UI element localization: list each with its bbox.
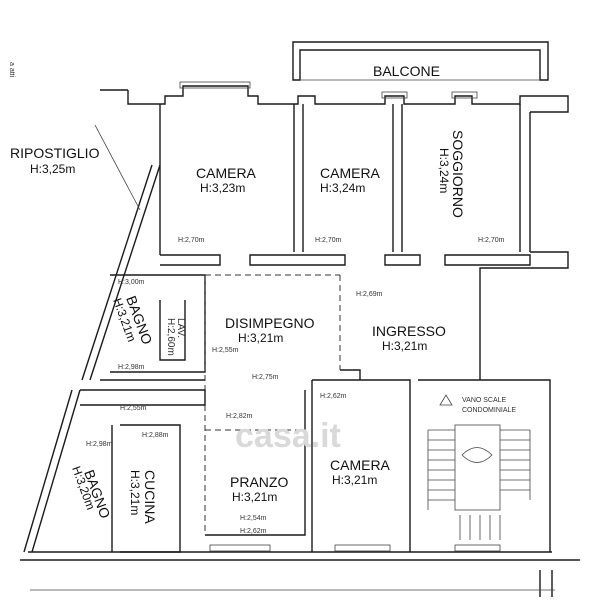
room-disimpegno-label: DISIMPEGNO [225, 315, 315, 331]
room-pranzo-label: PRANZO [230, 474, 288, 490]
room-camera2-label: CAMERA [320, 165, 381, 181]
height-annotation: H:2,88m [142, 432, 169, 439]
room-pranzo-height: H:3,21m [232, 490, 277, 504]
stair-arrow-icon [439, 394, 453, 406]
room-camera3-height: H:3,21m [332, 473, 377, 487]
wall-mid-2 [249, 254, 346, 266]
height-annotation: H:2,70m [315, 237, 342, 244]
room-ripostiglio-label: RIPOSTIGLIO [10, 145, 100, 161]
room-cucina-height: H:3,21m [128, 470, 142, 515]
wall-corridor [340, 369, 361, 380]
wall-bottom-right [539, 570, 553, 597]
stair-steps-left [427, 429, 455, 510]
wall-lower-top [80, 389, 206, 406]
stair-core [454, 424, 501, 511]
room-cucina-label: CUCINA [142, 470, 158, 524]
wall-mid-4 [444, 254, 531, 266]
stair-steps-bottom [459, 515, 501, 540]
room-camera2-height: H:3,24m [320, 181, 365, 195]
height-annotation: H:2,70m [178, 237, 205, 244]
height-annotation: H:2,82m [226, 413, 253, 420]
wall-mid-3 [384, 254, 421, 266]
room-lav-label: LAV. [175, 318, 186, 338]
height-annotation: H:2,98m [118, 364, 145, 371]
wall-diagonal-2 [81, 164, 153, 381]
wall-diagonal-1 [89, 164, 161, 381]
room-balcone-label: BALCONE [373, 63, 440, 79]
stair-curve [461, 447, 493, 463]
height-annotation: H:2,62m [240, 528, 267, 535]
room-disimpegno-height: H:3,21m [238, 331, 283, 345]
room-ripostiglio-height: H:3,25m [30, 162, 75, 176]
height-annotation: H:2,70m [478, 237, 505, 244]
room-camera1-height: H:3,23m [200, 181, 245, 195]
room-ingresso-label: INGRESSO [372, 323, 446, 339]
room-soggiorno-height: H:3,24m [437, 148, 451, 193]
height-annotation: H:2,55m [212, 347, 239, 354]
height-annotation: H:2,55m [120, 405, 147, 412]
height-annotation: H:3,00m [118, 279, 145, 286]
height-annotation: H:2,75m [252, 374, 279, 381]
wall-lav [159, 300, 186, 361]
height-annotation: H:2,62m [320, 393, 347, 400]
wall-vano [418, 379, 551, 552]
room-ingresso-height: H:3,21m [382, 339, 427, 353]
room-vano-line2: CONDOMINIALE [462, 407, 516, 414]
height-annotation: H:2,69m [356, 291, 383, 298]
wall-camera3 [312, 379, 411, 552]
height-annotation: H:2,98m [86, 441, 113, 448]
room-vano-line1: VANO SCALE [462, 397, 507, 404]
corner-note: a atti [8, 62, 15, 78]
wall-diagonal-4 [23, 389, 73, 553]
wall-right-ingresso [479, 251, 569, 380]
room-soggiorno-label: SOGGIORNO [450, 130, 466, 218]
watermark: casa.it [235, 417, 341, 455]
wall-pranzo [205, 390, 306, 536]
room-camera3-label: CAMERA [330, 457, 391, 473]
room-camera1-label: CAMERA [196, 165, 257, 181]
wall-mid-1 [160, 254, 221, 266]
height-annotation: H:2,54m [240, 515, 267, 522]
window-marks [179, 81, 501, 552]
wall-bagno1 [110, 274, 206, 373]
stair-steps-right [500, 429, 531, 500]
balcony-railing [292, 41, 549, 81]
outer-wall-top [127, 85, 569, 113]
ripostiglio-leader [94, 124, 141, 211]
room-lav-height: H:2,60m [165, 318, 176, 356]
wall-diagonal-3 [31, 389, 81, 553]
